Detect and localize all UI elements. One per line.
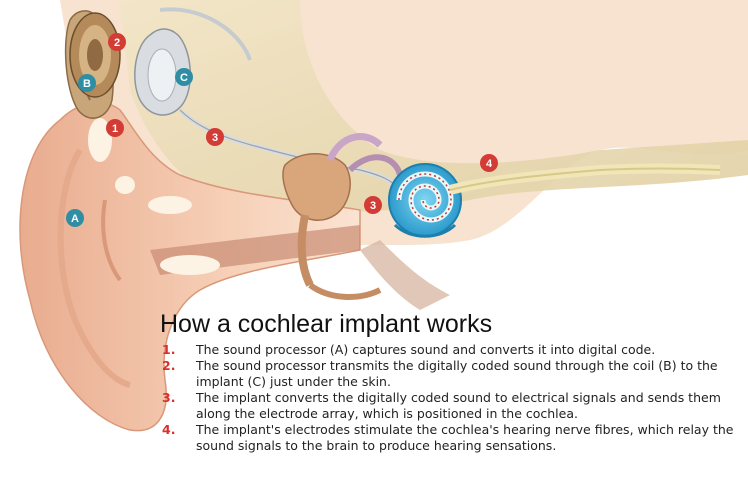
step-2: 2. The sound processor transmits the dig… [160, 358, 740, 390]
cochlea [389, 164, 461, 236]
step-text: The implant's electrodes stimulate the c… [196, 422, 740, 454]
svg-text:1: 1 [112, 123, 118, 135]
svg-text:3: 3 [370, 200, 376, 212]
marker-1: 1 [106, 119, 124, 137]
svg-text:C: C [180, 72, 188, 84]
marker-4: 4 [480, 154, 498, 172]
caption: How a cochlear implant works 1. The soun… [160, 310, 740, 454]
step-text: The sound processor (A) captures sound a… [196, 342, 740, 358]
marker-2: 2 [108, 33, 126, 51]
svg-text:4: 4 [486, 158, 493, 170]
marker-a: A [66, 209, 84, 227]
svg-text:A: A [71, 213, 79, 225]
svg-text:3: 3 [212, 132, 218, 144]
step-text: The implant converts the digitally coded… [196, 390, 740, 422]
step-number: 3. [160, 390, 196, 406]
step-number: 2. [160, 358, 196, 374]
marker-b: B [78, 74, 96, 92]
step-4: 4. The implant's electrodes stimulate th… [160, 422, 740, 454]
step-3: 3. The implant converts the digitally co… [160, 390, 740, 422]
marker-3-lead: 3 [206, 128, 224, 146]
step-text: The sound processor transmits the digita… [196, 358, 740, 390]
svg-text:B: B [83, 78, 91, 90]
step-1: 1. The sound processor (A) captures soun… [160, 342, 740, 358]
lower-tissue [360, 240, 450, 310]
marker-3-cochlea: 3 [364, 196, 382, 214]
step-number: 4. [160, 422, 196, 438]
caption-title: How a cochlear implant works [160, 310, 740, 338]
svg-text:2: 2 [114, 37, 120, 49]
step-number: 1. [160, 342, 196, 358]
marker-c: C [175, 68, 193, 86]
